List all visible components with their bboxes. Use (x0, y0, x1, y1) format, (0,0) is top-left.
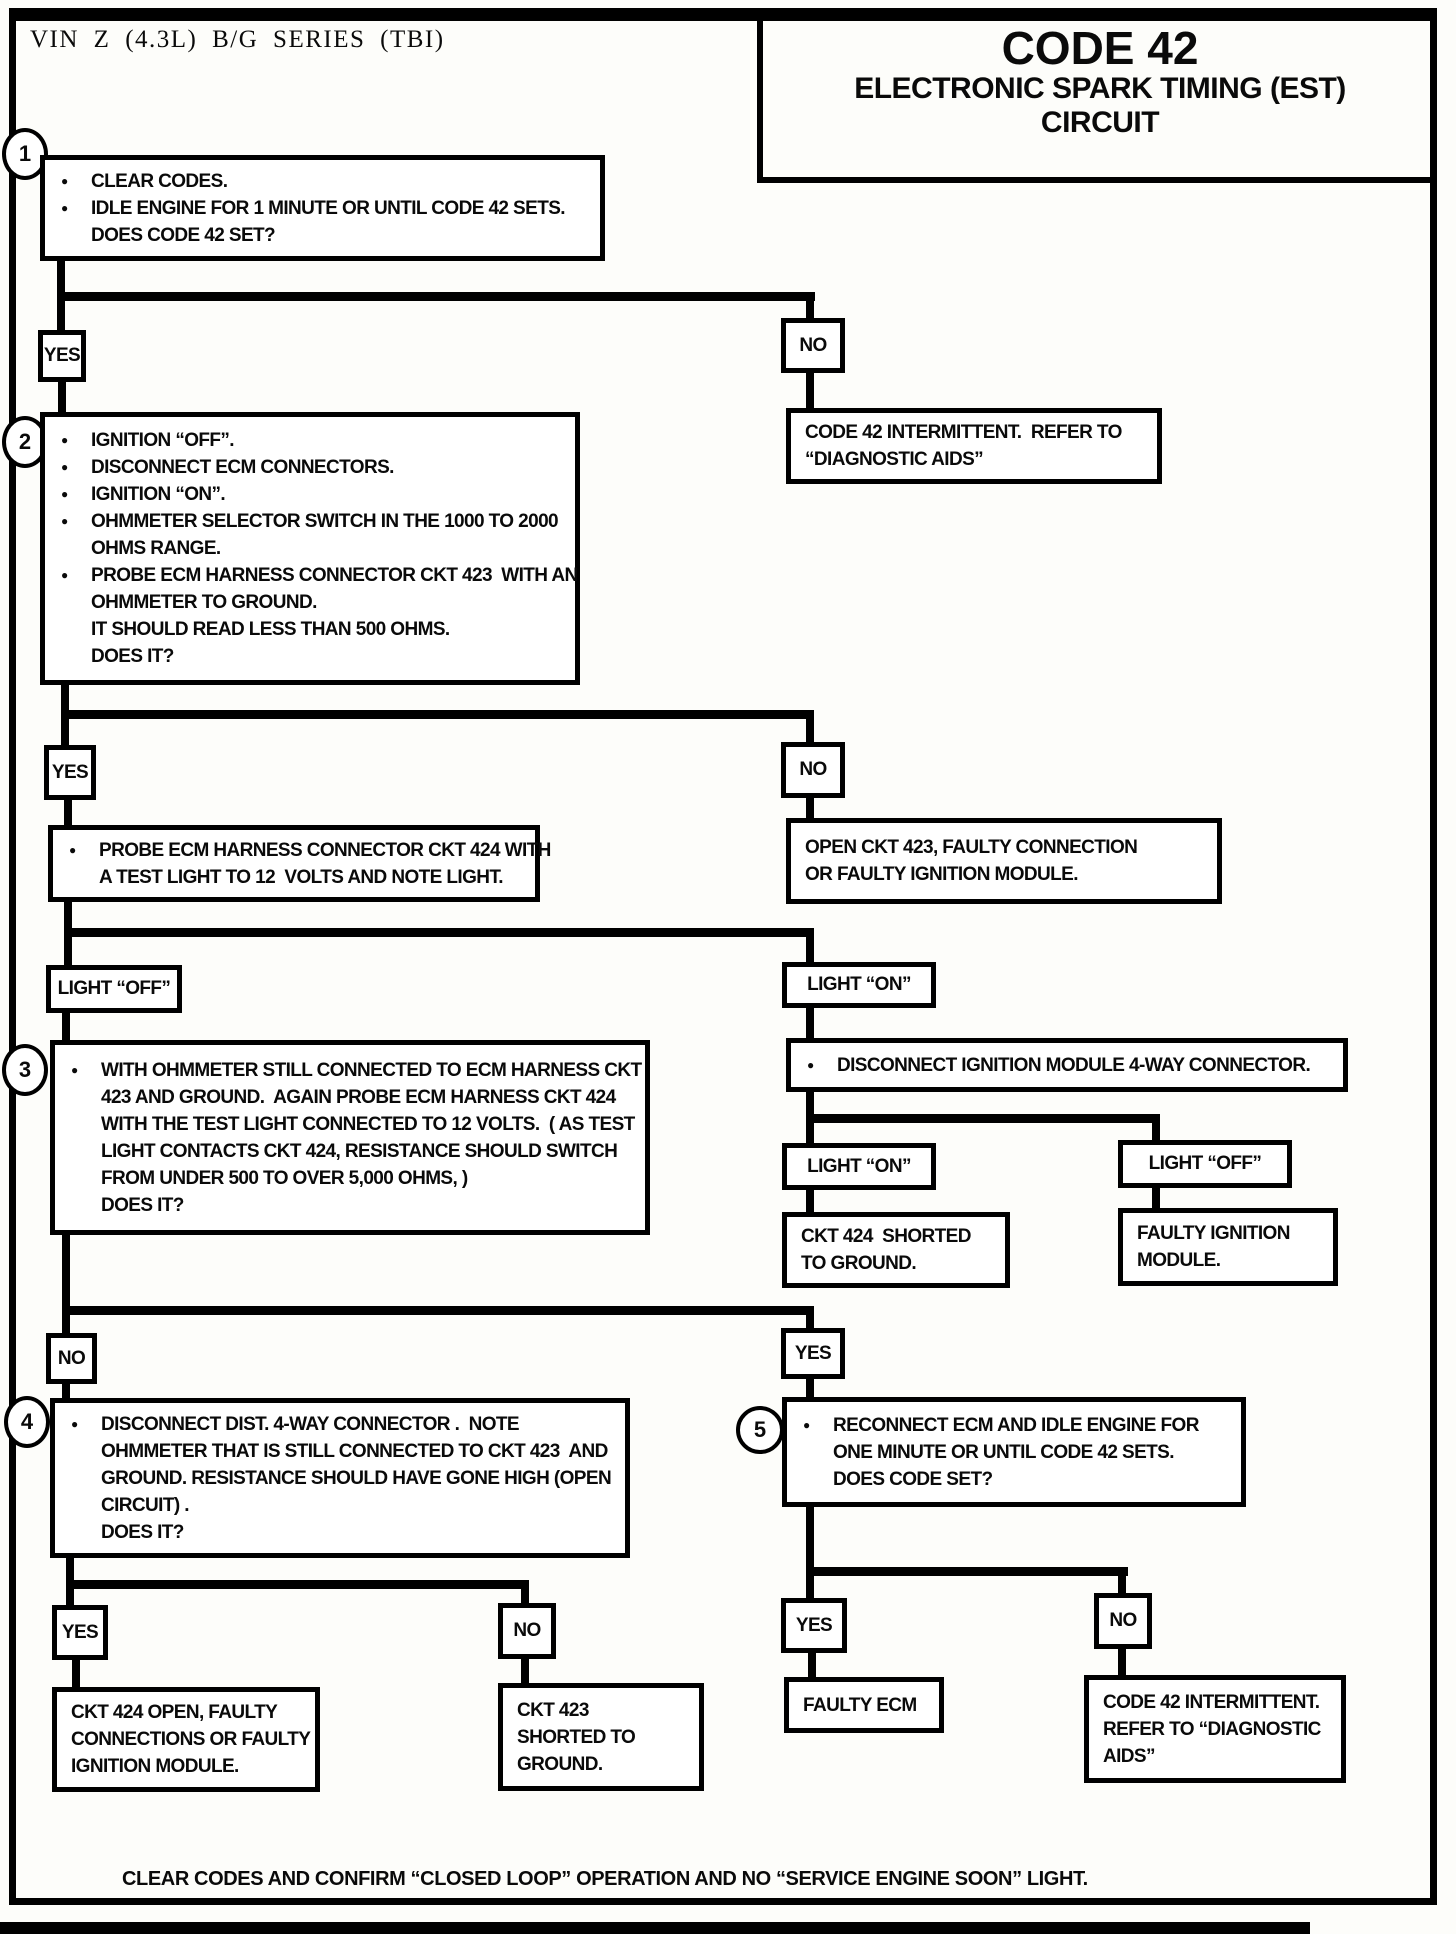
page-border (9, 8, 1437, 1905)
step4-number-circle: 4 (4, 1396, 50, 1448)
probe-ckt424-box: PROBE ECM HARNESS CONNECTOR CKT 424 WITH… (48, 825, 551, 902)
disconnect-ignition-module-box: DISCONNECT IGNITION MODULE 4-WAY CONNECT… (786, 1038, 1348, 1092)
result-code42-intermittent-top-box: CODE 42 INTERMITTENT. REFER TO“DIAGNOSTI… (786, 408, 1162, 484)
connector-line (58, 382, 66, 414)
step5-number-circle: 5 (736, 1406, 784, 1454)
branch2-yes-label: YES (44, 745, 96, 800)
connector-line (806, 710, 814, 744)
branch6-yes-label: YES (52, 1605, 108, 1660)
branch7-no-label: NO (1094, 1593, 1152, 1649)
step3-number-circle: 3 (2, 1044, 48, 1096)
connector-line (1118, 1567, 1126, 1595)
connector-line (64, 928, 814, 937)
page-subtitle-line1: ELECTRONIC SPARK TIMING (EST) (854, 72, 1346, 105)
result-faulty-ecm-box: FAULTY ECM (784, 1677, 944, 1733)
connector-line (806, 1114, 1160, 1123)
header-box: CODE 42 ELECTRONIC SPARK TIMING (EST) CI… (757, 8, 1437, 183)
branch5-no-label: NO (46, 1333, 97, 1384)
branch6-no-label: NO (498, 1603, 556, 1659)
page-title: CODE 42 (1001, 22, 1199, 74)
connector-line (806, 292, 814, 322)
connector-line (62, 1234, 70, 1335)
connector-line (521, 1580, 529, 1605)
connector-line (62, 1383, 70, 1400)
branch1-no-label: NO (781, 318, 845, 373)
connector-line (806, 1189, 814, 1214)
connector-line (806, 373, 814, 410)
connector-line (521, 1658, 529, 1685)
connector-line (806, 1007, 814, 1040)
connector-line (806, 928, 814, 964)
connector-line (72, 1659, 80, 1689)
page-subtitle-line2: CIRCUIT (1040, 106, 1160, 139)
connector-line (808, 1652, 816, 1679)
branch4-light-off-label: LIGHT “OFF” (1118, 1140, 1292, 1188)
connector-line (1118, 1648, 1126, 1677)
connector-line (1152, 1114, 1160, 1142)
branch4-light-on-label: LIGHT “ON” (782, 1143, 936, 1190)
step2-box: IGNITION “OFF”.DISCONNECT ECM CONNECTORS… (40, 412, 580, 685)
step4-box: DISCONNECT DIST. 4-WAY CONNECTOR . NOTEO… (50, 1398, 630, 1558)
connector-line (61, 710, 814, 719)
step1-box: CLEAR CODES.IDLE ENGINE FOR 1 MINUTE OR … (40, 155, 605, 261)
connector-line (806, 1378, 814, 1399)
branch7-yes-label: YES (781, 1598, 847, 1653)
connector-line (806, 1306, 814, 1330)
vin-series-label: VIN Z (4.3L) B/G SERIES (TBI) (30, 26, 445, 53)
connector-line (1152, 1187, 1160, 1210)
branch3-light-off-label: LIGHT “OFF” (46, 965, 182, 1013)
branch5-yes-label: YES (781, 1328, 845, 1379)
connector-line (64, 800, 72, 827)
connector-line (62, 1012, 70, 1042)
connector-line (66, 1580, 528, 1589)
result-code42-intermittent-bottom-box: CODE 42 INTERMITTENT.REFER TO “DIAGNOSTI… (1084, 1675, 1346, 1783)
branch3-light-on-label: LIGHT “ON” (782, 962, 936, 1008)
connector-line (806, 1567, 1128, 1576)
step3-box: WITH OHMMETER STILL CONNECTED TO ECM HAR… (50, 1040, 650, 1235)
branch2-no-label: NO (781, 742, 845, 798)
connector-line (62, 1306, 814, 1315)
branch1-yes-label: YES (38, 330, 86, 382)
footer-note: CLEAR CODES AND CONFIRM “CLOSED LOOP” OP… (122, 1868, 1088, 1890)
connector-line (57, 292, 815, 301)
connector-line (806, 798, 814, 820)
connector-line (806, 1506, 814, 1600)
scan-artifact-bar (0, 1922, 1310, 1934)
